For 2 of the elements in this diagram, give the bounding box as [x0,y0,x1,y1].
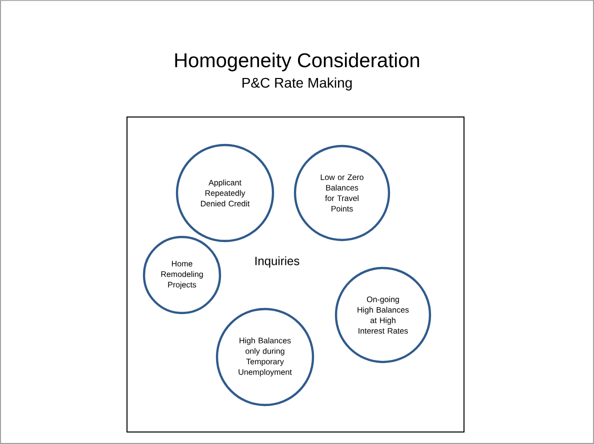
subtitle: P&C Rate Making [242,77,352,91]
title: Homogeneity Consideration [175,52,420,72]
